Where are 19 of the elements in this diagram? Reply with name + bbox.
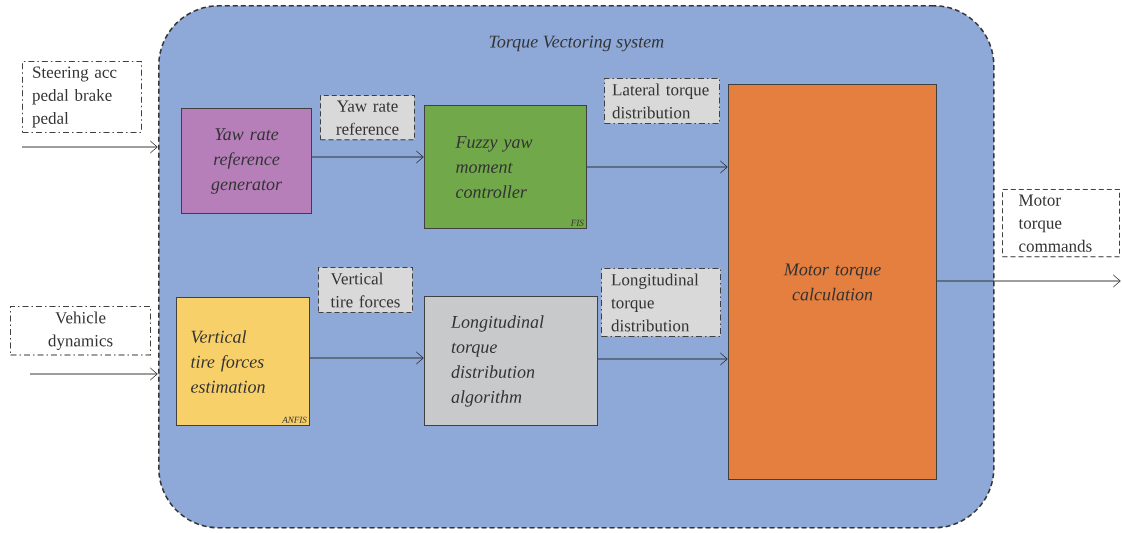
edge-label: Steering acc pedal brake pedal [22, 61, 142, 133]
arrow [597, 352, 728, 366]
edge-label: Longitudinal torque distribution [601, 268, 721, 337]
process-box: Vertical tire forces estimation ANFIS [176, 297, 310, 426]
edge-label: Vertical tire forces [318, 267, 413, 313]
process-box: Longitudinal torque distribution algorithm [424, 296, 598, 426]
arrow [586, 160, 728, 174]
arrow [21, 140, 158, 154]
process-box: Motor torque calculation [728, 84, 937, 480]
arrow [311, 150, 424, 164]
arrow [936, 274, 1121, 288]
edge-label: Lateral torque distribution [604, 78, 720, 124]
edge-label: Motor torque commands [1002, 189, 1120, 258]
process-box: Fuzzy yaw moment controller FIS [424, 105, 587, 229]
edge-label: Vehicle dynamics [10, 306, 151, 356]
arrow [309, 351, 424, 365]
process-box: Yaw rate reference generator [181, 108, 312, 214]
arrow [29, 367, 158, 381]
edge-label: Yaw rate reference [320, 95, 415, 141]
